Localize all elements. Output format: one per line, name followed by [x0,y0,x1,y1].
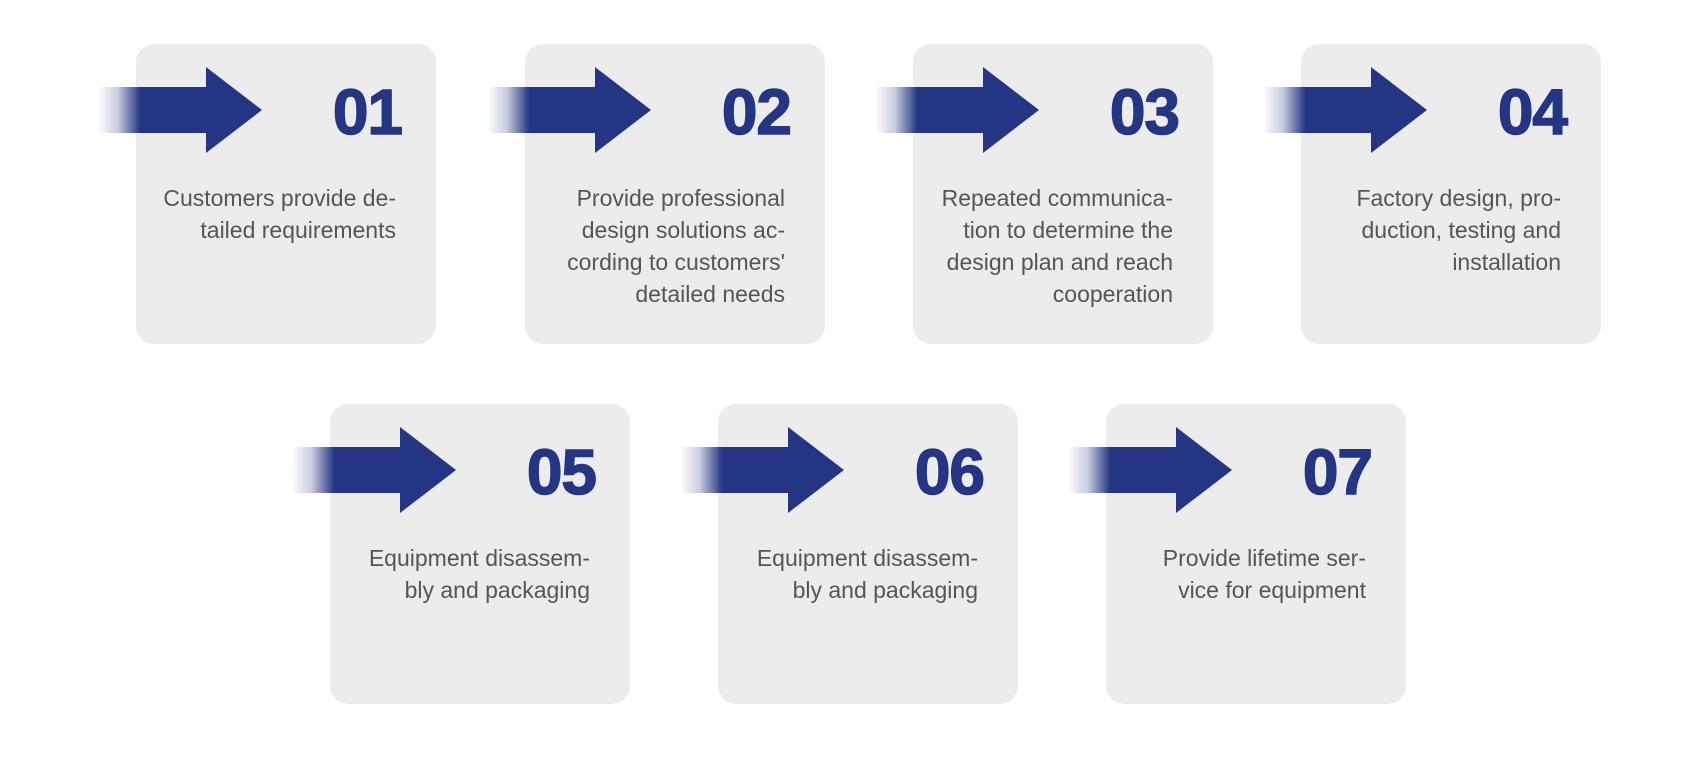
step-description: Provide professional design solutions ac… [567,185,785,307]
step-number: 01 [332,76,404,148]
step-description: Equipment disassem- bly and packaging [756,545,978,603]
step-description: Provide lifetime ser- vice for equipment [1162,545,1366,603]
step-card-3: 03 Repeated communica- tion to determine… [913,44,1213,344]
step-description: Customers provide de- tailed requirement… [163,185,396,243]
step-card-6: 06 Equipment disassem- bly and packaging [718,404,1018,704]
step-number: 07 [1302,436,1374,508]
step-description: Equipment disassem- bly and packaging [368,545,590,603]
step-number: 06 [914,436,986,508]
step-number: 05 [526,436,598,508]
arrow-right-icon [292,427,456,513]
arrow-right-icon [1068,427,1232,513]
step-number: 02 [721,76,793,148]
step-card-5: 05 Equipment disassem- bly and packaging [330,404,630,704]
arrow-right-icon [1263,67,1427,153]
step-card-1: 01 Customers provide de- tailed requirem… [136,44,436,344]
arrow-right-icon [98,67,262,153]
arrow-right-icon [680,427,844,513]
arrow-right-icon [487,67,651,153]
step-description: Repeated communica- tion to determine th… [941,185,1173,307]
step-number: 03 [1109,76,1181,148]
step-description: Factory design, pro- duction, testing an… [1356,185,1561,275]
arrow-right-icon [875,67,1039,153]
step-number: 04 [1497,76,1569,148]
